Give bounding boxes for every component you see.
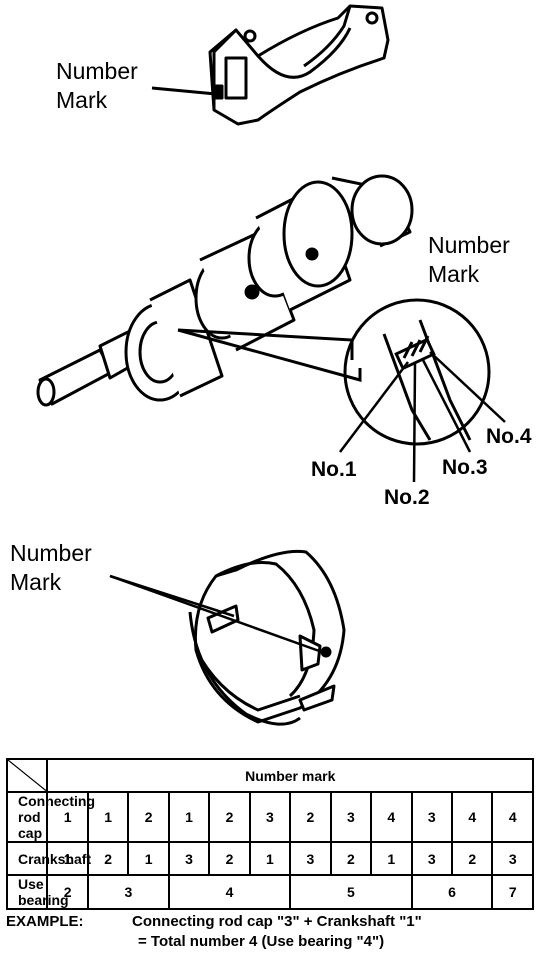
cell: 1	[248, 841, 292, 876]
table-header-row: Number mark	[5, 758, 534, 793]
cell: 2	[208, 791, 251, 843]
cell: 7	[491, 874, 534, 910]
corner-diagonal	[8, 760, 47, 791]
cell: 2	[208, 841, 251, 876]
cell: 2	[86, 841, 130, 876]
magnified-number-mark	[177, 298, 491, 446]
cell: 3	[329, 791, 373, 843]
bearing-number-mark-label: Number Mark	[10, 540, 92, 595]
table-row: Crankshaft 1 2 1 3 2 1 3 2 1 3 2 3	[5, 841, 534, 876]
example-key: EXAMPLE:	[6, 913, 84, 930]
cell: 1	[46, 841, 89, 876]
table-row: Connecting rod cap 1 1 2 1 2 3 2 3 4 3 4…	[5, 791, 534, 843]
cell: 3	[491, 841, 534, 876]
diagram-artwork	[36, 4, 506, 726]
cell: 6	[410, 874, 494, 910]
cell: 2	[289, 791, 332, 843]
table-row: Use bearing 2 3 4 5 6 7	[5, 874, 534, 910]
cell: 3	[289, 841, 332, 876]
cell: 4	[167, 874, 292, 910]
cell: 4	[491, 791, 534, 843]
no3-label: No.3	[442, 456, 488, 479]
cell: 3	[248, 791, 292, 843]
cell: 5	[289, 874, 413, 910]
example-note: EXAMPLE: Connecting rod cap "3" + Cranksh…	[6, 912, 422, 952]
cell: 3	[86, 874, 170, 910]
bearing-selection-table: Number mark Connecting rod cap 1 1 2 1 2…	[5, 758, 534, 910]
cell: 1	[127, 841, 170, 876]
cell: 2	[450, 841, 494, 876]
bearing-number-mark-leaders	[109, 574, 323, 654]
cell: 4	[370, 791, 413, 843]
crankshaft-number-mark-label: Number Mark	[428, 232, 510, 287]
cell: 3	[410, 791, 453, 843]
cell: 3	[167, 841, 211, 876]
number-mark-header: Number mark	[46, 758, 534, 793]
cell: 1	[167, 791, 211, 843]
row-label: Crankshaft	[5, 841, 91, 876]
cell: 2	[46, 874, 89, 910]
cell: 3	[410, 841, 453, 876]
cell: 1	[86, 791, 130, 843]
bearing-shell	[188, 549, 346, 726]
no4-label: No.4	[486, 425, 532, 448]
crankshaft	[36, 174, 414, 407]
row-label: Connecting rod cap	[5, 791, 95, 843]
no2-label: No.2	[384, 486, 430, 509]
no1-label: No.1	[311, 458, 357, 481]
number-mark-leaders	[339, 351, 506, 483]
cap-number-mark-label: Number Mark	[56, 58, 138, 113]
cell: 4	[450, 791, 494, 843]
example-line2: = Total number 4 (Use bearing "4")	[138, 933, 385, 950]
table-corner-cell	[5, 758, 49, 793]
cell: 2	[329, 841, 373, 876]
connecting-rod-cap	[208, 4, 390, 126]
cell: 1	[370, 841, 413, 876]
example-line1: Connecting rod cap "3" + Crankshaft "1"	[132, 913, 422, 930]
cell: 1	[46, 791, 89, 843]
cell: 2	[127, 791, 170, 843]
cap-number-mark-leader	[151, 86, 217, 96]
row-label: Use bearing	[5, 874, 69, 910]
